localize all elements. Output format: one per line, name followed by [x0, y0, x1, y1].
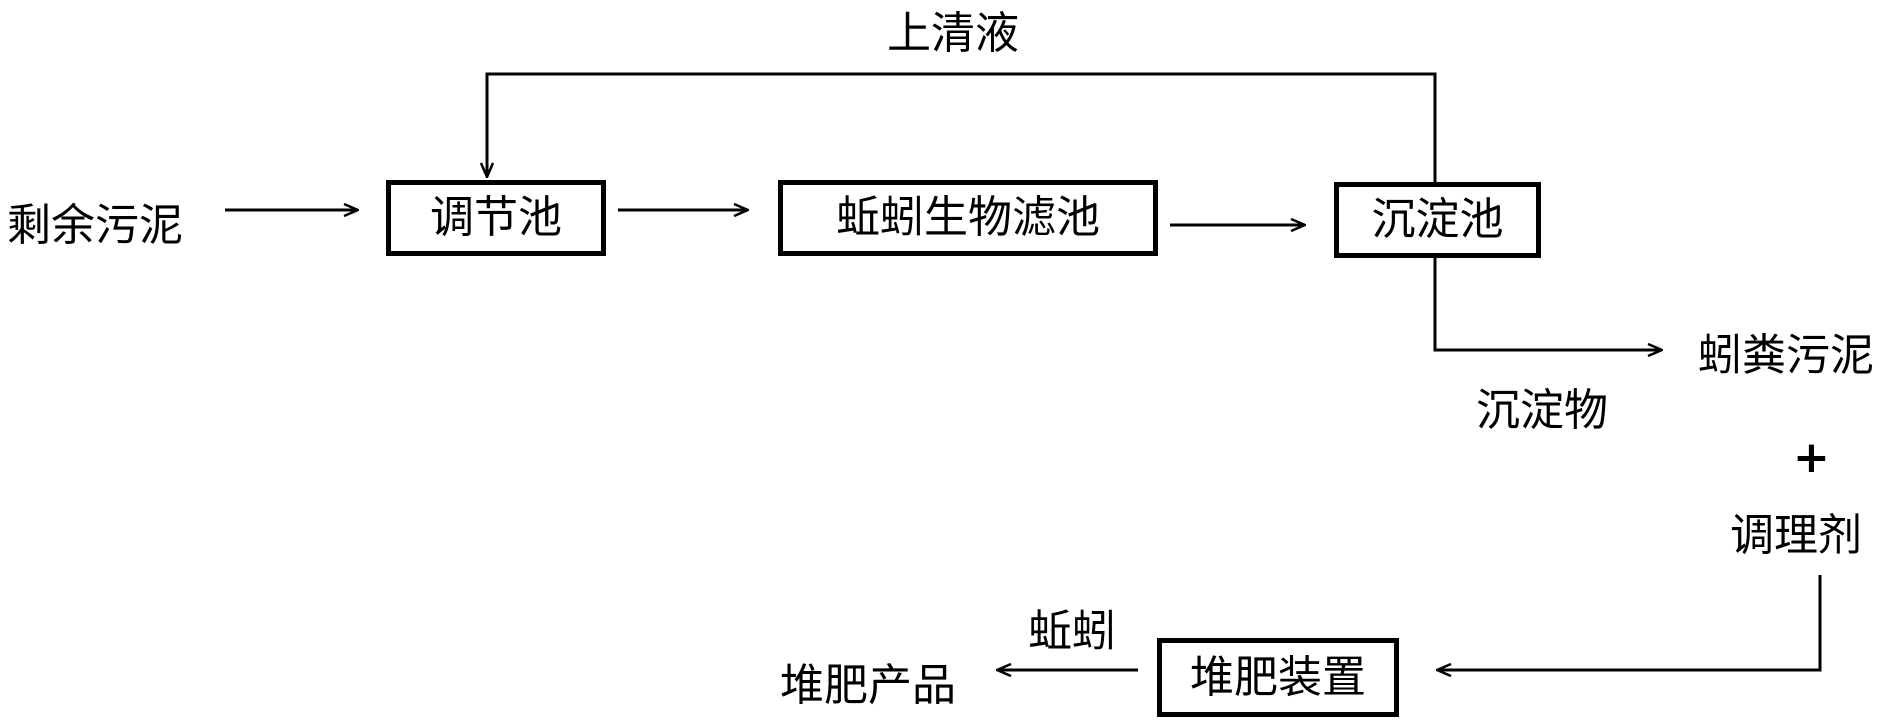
plus-sign: + [1793, 432, 1830, 483]
sedimentation-tank-box: 沉淀池 [1334, 182, 1541, 258]
arrow-supernatant-return [487, 72, 1437, 182]
sludge-input-label: 剩余污泥 [7, 200, 183, 251]
compost-product-label: 堆肥产品 [780, 660, 956, 711]
manure-sludge-label: 蚓粪污泥 [1698, 330, 1874, 381]
arrow-sediment-to-manure [1433, 258, 1662, 350]
regulating-tank-label: 调节池 [430, 192, 562, 243]
supernatant-label: 上清液 [887, 8, 1019, 59]
earthworm-label: 蚯蚓 [1028, 606, 1116, 657]
arrow-conditioner-to-composting [1437, 575, 1822, 670]
regulating-tank-box: 调节池 [386, 180, 606, 256]
composting-device-label: 堆肥装置 [1190, 651, 1366, 703]
sediment-label: 沉淀物 [1476, 385, 1608, 436]
composting-device-box: 堆肥装置 [1157, 638, 1399, 717]
earthworm-biofilter-label: 蚯蚓生物滤池 [836, 192, 1100, 243]
conditioner-label: 调理剂 [1730, 510, 1862, 561]
earthworm-biofilter-box: 蚯蚓生物滤池 [778, 180, 1158, 256]
sedimentation-tank-label: 沉淀池 [1371, 194, 1504, 245]
